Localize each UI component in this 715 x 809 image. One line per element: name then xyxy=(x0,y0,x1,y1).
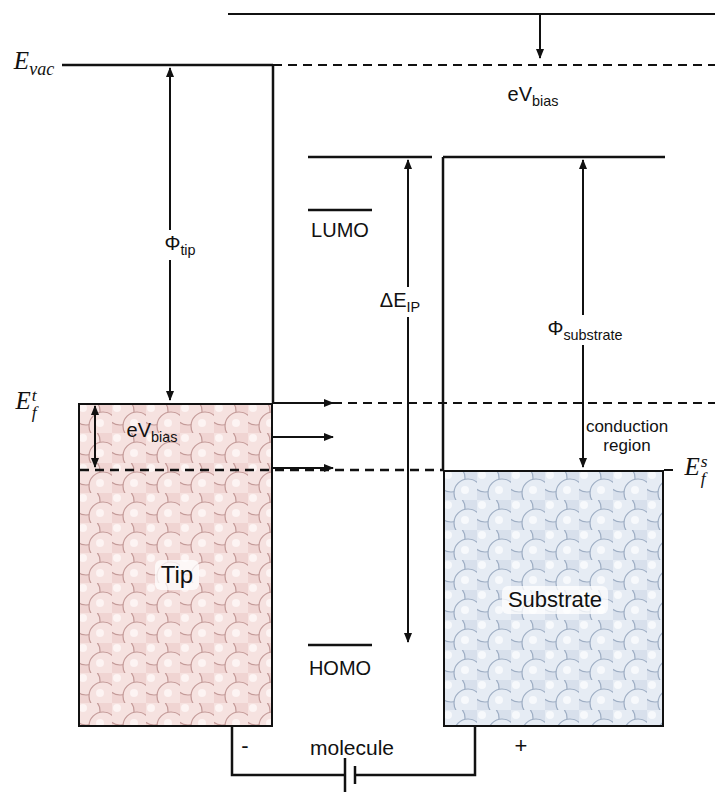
fermi-level-label: Etf xyxy=(15,387,36,420)
diagram-stroke xyxy=(228,13,715,15)
diagram-stroke xyxy=(273,64,715,66)
diagram-stroke xyxy=(80,469,443,472)
diagram-stroke xyxy=(308,209,372,212)
fermi-level-label: Esf xyxy=(684,453,707,486)
diagram-stroke xyxy=(442,157,445,470)
bias-label: eVbias xyxy=(508,83,559,110)
energy-label: Evac xyxy=(14,47,54,80)
tip-metal xyxy=(78,403,273,727)
region-label: conduction region xyxy=(567,418,687,455)
diagram-stroke xyxy=(273,402,333,404)
block-title: Tip xyxy=(155,560,199,590)
diagram-stroke xyxy=(62,64,273,67)
diagram-stroke xyxy=(443,156,665,159)
polarity-sign: - xyxy=(241,734,248,758)
work-function-label: Φtip xyxy=(161,230,198,261)
fermi-levels xyxy=(80,403,715,470)
bias-circuit xyxy=(232,727,475,792)
level-label: HOMO xyxy=(309,657,371,679)
polarity-sign: + xyxy=(515,734,528,758)
level-label: LUMO xyxy=(311,219,369,241)
substrate-block: Substrate xyxy=(443,470,664,727)
work-function-label: Φsubstrate xyxy=(544,315,625,346)
diagram-stroke xyxy=(308,156,432,159)
diagram-stroke xyxy=(272,65,275,403)
molecule-label: molecule xyxy=(310,736,394,759)
ionization-label: ΔEIP xyxy=(377,287,423,318)
diagram-stroke xyxy=(582,160,584,467)
diagram-stroke xyxy=(539,14,541,58)
diagram-stroke xyxy=(308,644,372,647)
tip-block: eVbiasTip xyxy=(78,403,273,727)
diagram-stroke xyxy=(273,402,715,404)
diagram-stroke xyxy=(407,160,409,642)
diagram-stroke xyxy=(273,467,333,469)
bias-label: eVbias xyxy=(127,419,178,446)
diagram-stroke xyxy=(94,406,96,467)
diagram-stroke xyxy=(344,758,347,792)
substrate-metal xyxy=(443,470,664,727)
block-title: Substrate xyxy=(502,586,608,614)
diagram-stroke xyxy=(273,436,333,438)
diagram-stroke xyxy=(664,469,676,471)
